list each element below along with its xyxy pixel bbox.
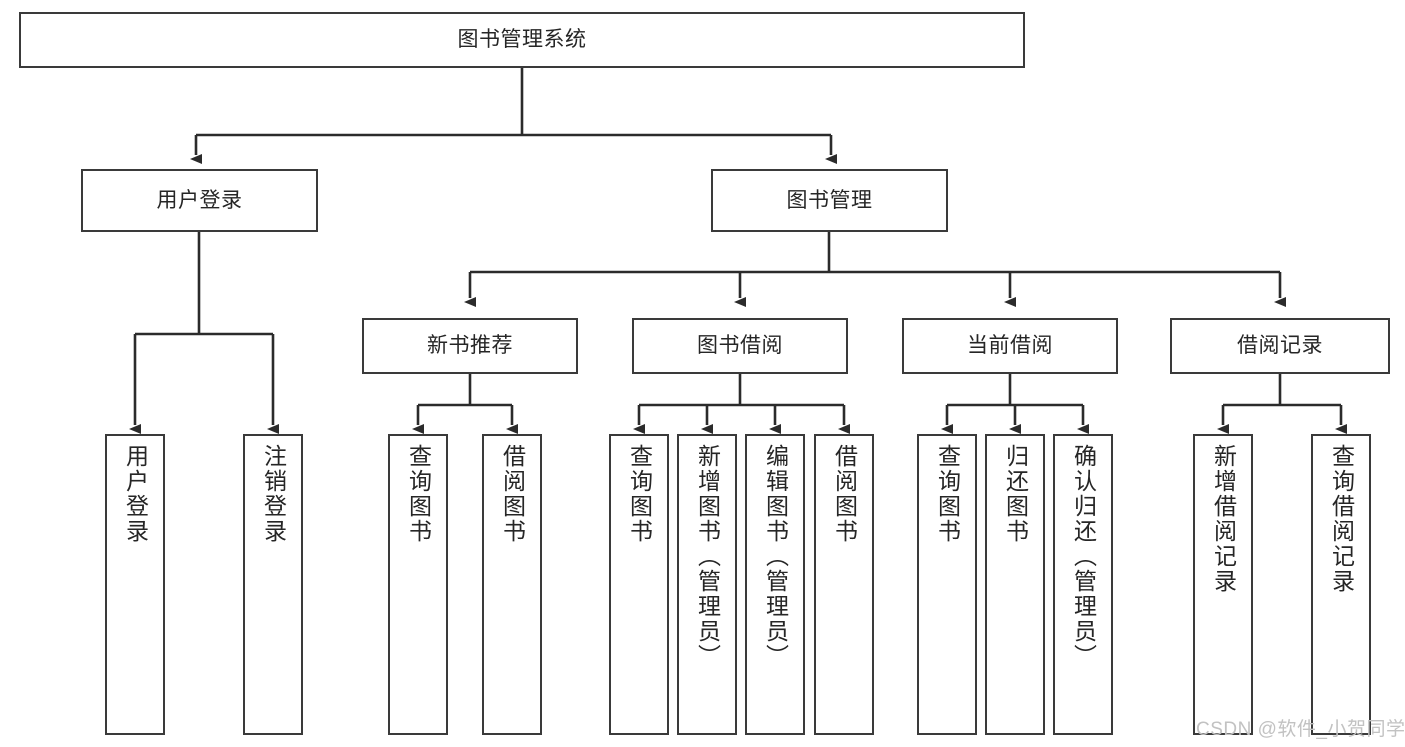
- node-leaf-return-book[interactable]: 归还图书: [985, 434, 1045, 735]
- node-new-book-rec[interactable]: 新书推荐: [362, 318, 578, 374]
- node-leaf-return-book-label: 归还图书: [1002, 444, 1029, 544]
- node-leaf-user-login[interactable]: 用户登录: [105, 434, 165, 735]
- node-leaf-edit-book-label: 编辑图书（管理员）: [762, 444, 789, 669]
- node-leaf-query-book-2-label: 查询图书: [626, 444, 653, 544]
- node-leaf-logout-label: 注销登录: [260, 444, 287, 544]
- node-leaf-borrow-book-1[interactable]: 借阅图书: [482, 434, 542, 735]
- node-leaf-query-book-2[interactable]: 查询图书: [609, 434, 669, 735]
- node-leaf-query-record[interactable]: 查询借阅记录: [1311, 434, 1371, 735]
- node-leaf-query-book-1[interactable]: 查询图书: [388, 434, 448, 735]
- watermark-label: CSDN @软件_小贺同学: [1196, 719, 1405, 740]
- node-leaf-add-record[interactable]: 新增借阅记录: [1193, 434, 1253, 735]
- node-book-borrow-label: 图书借阅: [697, 334, 783, 358]
- node-leaf-query-book-3-label: 查询图书: [934, 444, 961, 544]
- node-user-login-label: 用户登录: [156, 188, 243, 212]
- node-root-label: 图书管理系统: [457, 28, 587, 52]
- node-current-borrow-label: 当前借阅: [967, 334, 1053, 358]
- node-borrow-record-label: 借阅记录: [1237, 334, 1323, 358]
- node-leaf-borrow-book-2-label: 借阅图书: [831, 444, 858, 544]
- node-root[interactable]: 图书管理系统: [19, 12, 1025, 68]
- node-leaf-query-record-label: 查询借阅记录: [1328, 444, 1355, 594]
- node-leaf-add-record-label: 新增借阅记录: [1210, 444, 1237, 594]
- node-borrow-record[interactable]: 借阅记录: [1170, 318, 1390, 374]
- node-current-borrow[interactable]: 当前借阅: [902, 318, 1118, 374]
- node-book-manage[interactable]: 图书管理: [711, 169, 948, 232]
- node-leaf-confirm-return-label: 确认归还（管理员）: [1070, 444, 1097, 669]
- node-user-login[interactable]: 用户登录: [81, 169, 318, 232]
- node-leaf-logout[interactable]: 注销登录: [243, 434, 303, 735]
- node-leaf-add-book[interactable]: 新增图书（管理员）: [677, 434, 737, 735]
- node-book-borrow[interactable]: 图书借阅: [632, 318, 848, 374]
- node-leaf-query-book-1-label: 查询图书: [405, 444, 432, 544]
- node-book-manage-label: 图书管理: [786, 188, 873, 212]
- node-new-book-rec-label: 新书推荐: [427, 334, 513, 358]
- node-leaf-add-book-label: 新增图书（管理员）: [694, 444, 721, 669]
- node-leaf-user-login-label: 用户登录: [122, 444, 149, 544]
- node-leaf-confirm-return[interactable]: 确认归还（管理员）: [1053, 434, 1113, 735]
- node-leaf-borrow-book-1-label: 借阅图书: [499, 444, 526, 544]
- node-leaf-query-book-3[interactable]: 查询图书: [917, 434, 977, 735]
- node-leaf-borrow-book-2[interactable]: 借阅图书: [814, 434, 874, 735]
- node-leaf-edit-book[interactable]: 编辑图书（管理员）: [745, 434, 805, 735]
